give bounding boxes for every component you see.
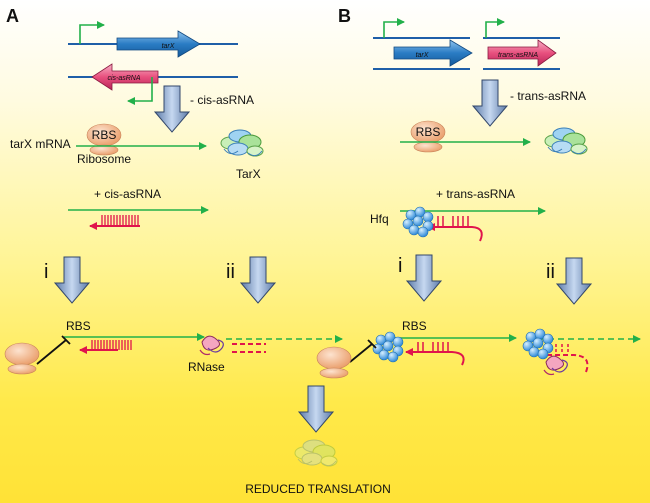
- tarx-protein-icon: [220, 129, 264, 157]
- pathway-i-label: i: [44, 261, 48, 283]
- tarx-gene-label: tarX: [416, 52, 429, 59]
- rnase-degradation-cis: RNase: [188, 335, 343, 374]
- faded-protein-icon: [294, 439, 338, 467]
- rnase-icon: [199, 335, 224, 356]
- trans-asrna-gene-arrow: [487, 39, 557, 67]
- cis-asrna-strand: [89, 215, 140, 230]
- tarx-protein-label: TarX: [236, 167, 261, 181]
- translation-blocked-cis: RBS: [4, 319, 205, 375]
- process-arrow-icon: [556, 257, 592, 305]
- ribosome-icon: [316, 346, 352, 379]
- hfq-label: Hfq: [370, 212, 389, 226]
- process-arrow-icon: [298, 385, 334, 433]
- pathway-ii-label: ii: [226, 261, 235, 283]
- panel-a-gene-locus: tarX cis-asRNA: [68, 21, 238, 105]
- inhibition-icon: [349, 339, 377, 363]
- tarx-gene-arrow: [393, 39, 473, 67]
- ribosome-icon: [4, 342, 40, 375]
- promoter-arrow-icon: [383, 18, 405, 38]
- rbs-label: RBS: [416, 125, 441, 139]
- translation-blocked-trans: RBS: [316, 319, 517, 379]
- cis-asrna-gene-arrow: [91, 63, 159, 91]
- reduced-translation-label: REDUCED TRANSLATION: [245, 482, 391, 496]
- plus-cis-asrna-label: + cis-asRNA: [94, 187, 161, 201]
- ribosome-label: Ribosome: [77, 152, 131, 166]
- tarx-gene-label: tarX: [162, 43, 175, 50]
- process-arrow-icon: [472, 79, 508, 127]
- minus-trans-asrna-label: - trans-asRNA: [510, 89, 586, 103]
- plus-trans-asrna-label: + trans-asRNA: [436, 187, 515, 201]
- process-arrow-icon: [240, 256, 276, 304]
- promoter-arrow-icon: [485, 18, 505, 38]
- panel-a-letter: A: [6, 6, 19, 26]
- promoter-arrow-icon: [127, 77, 153, 105]
- tarx-protein-icon: [544, 127, 588, 155]
- rbs-label: RBS: [402, 319, 427, 333]
- rnase-degradation-trans: [522, 328, 641, 376]
- inhibition-icon: [36, 335, 71, 365]
- rbs-label: RBS: [92, 128, 117, 142]
- pathway-ii-label: ii: [546, 261, 555, 283]
- panel-b-letter: B: [338, 6, 351, 26]
- promoter-arrow-icon: [79, 21, 105, 44]
- trans-asrna-gene-label: trans-asRNA: [498, 52, 538, 59]
- rbs-label: RBS: [66, 319, 91, 333]
- hfq-protein-icon: [372, 331, 404, 363]
- rnase-label: RNase: [188, 360, 225, 374]
- pathway-i-label: i: [398, 255, 402, 277]
- rnase-icon: [543, 355, 568, 376]
- process-arrow-icon: [54, 256, 90, 304]
- cis-asrna-gene-label: cis-asRNA: [107, 75, 140, 82]
- process-arrow-icon: [154, 85, 190, 133]
- process-arrow-icon: [406, 254, 442, 302]
- tarx-mrna-label: tarX mRNA: [10, 137, 71, 151]
- minus-cis-asrna-label: - cis-asRNA: [190, 93, 254, 107]
- tarx-gene-arrow: [116, 30, 201, 58]
- panel-b-gene-locus: tarX trans-asRNA: [373, 18, 560, 70]
- trans-asrna-strand: [427, 216, 483, 242]
